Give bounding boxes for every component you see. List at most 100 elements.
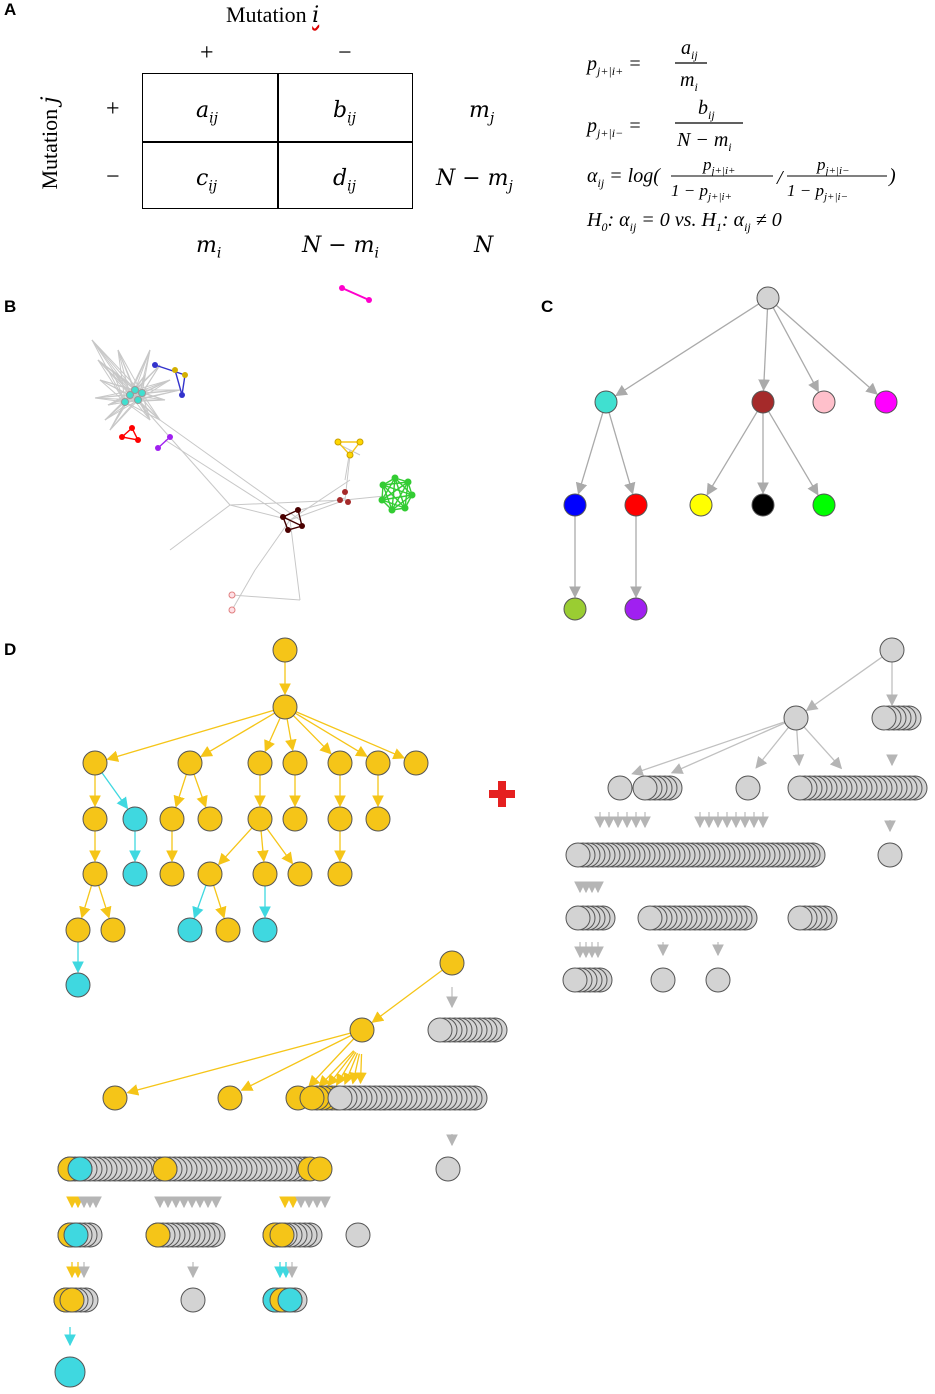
tree-d-node: [145, 1222, 171, 1248]
tree-d-node: [607, 775, 633, 801]
tree-d-node: [877, 842, 903, 868]
tree-d-node: [783, 705, 809, 731]
row-minus: −: [106, 164, 120, 190]
tree-d-node: [365, 750, 391, 776]
tree-d-node: [439, 950, 465, 976]
tree-d-node: [269, 1222, 295, 1248]
tree-d-node: [349, 1017, 375, 1043]
tree-d-node: [54, 1356, 86, 1388]
tree-d-node: [282, 750, 308, 776]
tree-c-node: [812, 493, 836, 517]
tree-d-node: [180, 1287, 206, 1313]
tree-c-node: [812, 390, 836, 414]
tree-d-node: [327, 1085, 353, 1111]
tree-d-node: [152, 1156, 178, 1182]
tree-d-node: [63, 1222, 89, 1248]
tree-d-node: [871, 705, 897, 731]
tree-d-node: [122, 861, 148, 887]
tree-d-node: [82, 806, 108, 832]
tree-d-node: [252, 917, 278, 943]
equations: pj+|i+ = aij mi pj+|i− = bij N − mi αij …: [585, 20, 930, 240]
tree-d-node: [102, 1085, 128, 1111]
column-title-text: Mutation: [226, 2, 307, 27]
column-plus: +: [200, 40, 214, 66]
cell-b: bij: [333, 98, 356, 127]
contingency-table-panel: Mutation i + − Mutation j + − aij bij ci…: [0, 0, 540, 270]
tree-d-node: [879, 637, 905, 663]
row-title-var: j: [38, 96, 63, 104]
tree-c-node: [594, 390, 618, 414]
tree-d-node: [327, 750, 353, 776]
tree-d-node: [272, 637, 298, 663]
tree-d-node: [282, 806, 308, 832]
tree-c-node: [563, 493, 587, 517]
tree-c-node: [751, 493, 775, 517]
eq3-den2: 1 − pj+|i−: [787, 181, 848, 203]
eq4: H0: αij = 0 vs. H1: αij ≠ 0: [586, 209, 782, 234]
tree-d-node: [65, 972, 91, 998]
tree-d-node: [345, 1222, 371, 1248]
panel-label-b: B: [4, 297, 17, 316]
tree-d-node: [252, 861, 278, 887]
tree-d-node: [307, 1156, 333, 1182]
tree-d-node: [287, 861, 313, 887]
tree-c-node: [624, 493, 648, 517]
cell-d: dij: [333, 166, 356, 195]
row-plus: +: [106, 96, 120, 122]
tree-d-node: [82, 861, 108, 887]
eq1-lhs: pj+|i+ =: [585, 53, 642, 78]
panel-label-a: A: [4, 0, 17, 19]
tree-d-node: [435, 1156, 461, 1182]
column-title-var: i: [312, 3, 320, 28]
tree-d-node: [272, 694, 298, 720]
tree-d-node: [403, 750, 429, 776]
tree-d-node: [177, 750, 203, 776]
row-total-plus: mj: [469, 98, 495, 127]
eq1-den: mi: [680, 69, 698, 94]
tree-d-node: [215, 917, 241, 943]
column-minus: −: [338, 40, 352, 66]
tree-d-node: [705, 967, 731, 993]
tree-d-node: [217, 1085, 243, 1111]
eq2-lhs: pj+|i− =: [585, 115, 642, 140]
eq2-num: bij: [698, 97, 715, 122]
tree-c-node: [563, 597, 587, 621]
row-title: Mutation j: [37, 73, 63, 213]
tree-d-node: [787, 775, 813, 801]
tree-c-node: [689, 493, 713, 517]
tree-c-node: [624, 597, 648, 621]
tree-c-node: [874, 390, 898, 414]
equations-svg: pj+|i+ = aij mi pj+|i− = bij N − mi αij …: [585, 37, 896, 234]
panel-label-d: D: [4, 640, 17, 659]
eq3-slash: /: [776, 167, 785, 189]
plus-cross-icon: [489, 781, 515, 807]
tree-d-node: [632, 775, 658, 801]
tree-c-node: [751, 390, 775, 414]
column-title: Mutation i: [226, 2, 319, 28]
tree-d-node: [735, 775, 761, 801]
tree-d-node: [67, 1156, 93, 1182]
tree-d-node: [565, 842, 591, 868]
eq3-num2: pj+|i−: [816, 155, 849, 177]
table-grid: [142, 73, 413, 209]
cell-a: aij: [196, 98, 218, 127]
tree-d-node: [159, 806, 185, 832]
tree-d-node: [427, 1017, 453, 1043]
tree-d-node: [277, 1287, 303, 1313]
tree-d-node: [637, 905, 663, 931]
tree-c: [563, 286, 898, 621]
col-total-n: N: [474, 233, 494, 258]
tree-d-node: [247, 750, 273, 776]
row-total-minus: N − mj: [436, 166, 513, 195]
tree-d-node: [327, 861, 353, 887]
tree-d-node: [197, 806, 223, 832]
tree-d-node: [650, 967, 676, 993]
tree-c-node: [756, 286, 780, 310]
col-total-plus: mi: [196, 233, 222, 262]
tree-d-node: [100, 917, 126, 943]
tree-d-node: [787, 905, 813, 931]
eq3-lhs: αij = log(: [587, 165, 661, 190]
cell-c: cij: [196, 166, 218, 195]
eq3-den1: 1 − pj+|i+: [671, 181, 732, 203]
tree-d-node: [122, 806, 148, 832]
